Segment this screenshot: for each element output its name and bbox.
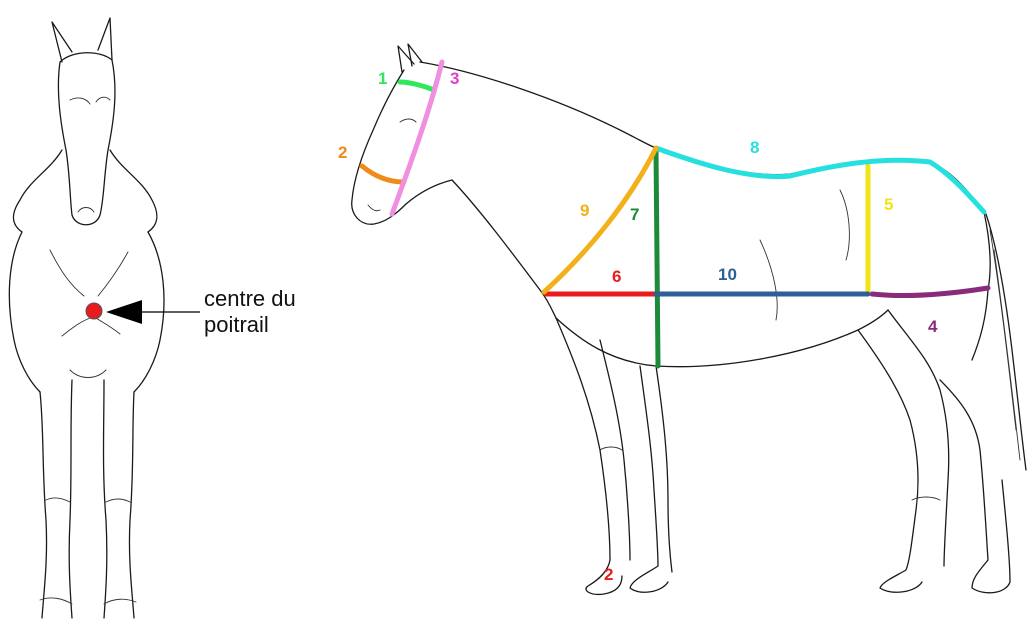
measure-label-2-head: 2 bbox=[338, 143, 347, 162]
measure-line-8 bbox=[653, 145, 987, 215]
measure-label-6: 6 bbox=[612, 267, 621, 286]
arrow-pointer bbox=[106, 300, 200, 324]
measure-line-4 bbox=[869, 285, 991, 299]
measure-label-2-hoof: 2 bbox=[604, 565, 613, 584]
caption-line-2: poitrail bbox=[204, 312, 269, 337]
chest-centre-caption: centre du poitrail bbox=[204, 286, 296, 338]
measure-line-7 bbox=[653, 147, 661, 369]
chest-centre-marker bbox=[85, 302, 103, 320]
caption-line-1: centre du bbox=[204, 286, 296, 311]
measure-line-9 bbox=[541, 145, 659, 295]
measure-label-10: 10 bbox=[718, 265, 737, 284]
side-view-horse bbox=[351, 43, 1027, 596]
measure-label-3: 3 bbox=[450, 69, 459, 88]
front-view-horse bbox=[8, 17, 165, 619]
measure-line-3 bbox=[389, 59, 445, 217]
measure-label-7: 7 bbox=[630, 205, 639, 224]
measure-label-5: 5 bbox=[884, 195, 893, 214]
measure-label-8: 8 bbox=[750, 138, 759, 157]
measure-label-9: 9 bbox=[580, 201, 589, 220]
measure-line-2-nose bbox=[359, 163, 407, 185]
measure-label-1: 1 bbox=[378, 69, 387, 88]
measure-label-4: 4 bbox=[928, 317, 938, 336]
measure-line-1 bbox=[397, 79, 437, 93]
